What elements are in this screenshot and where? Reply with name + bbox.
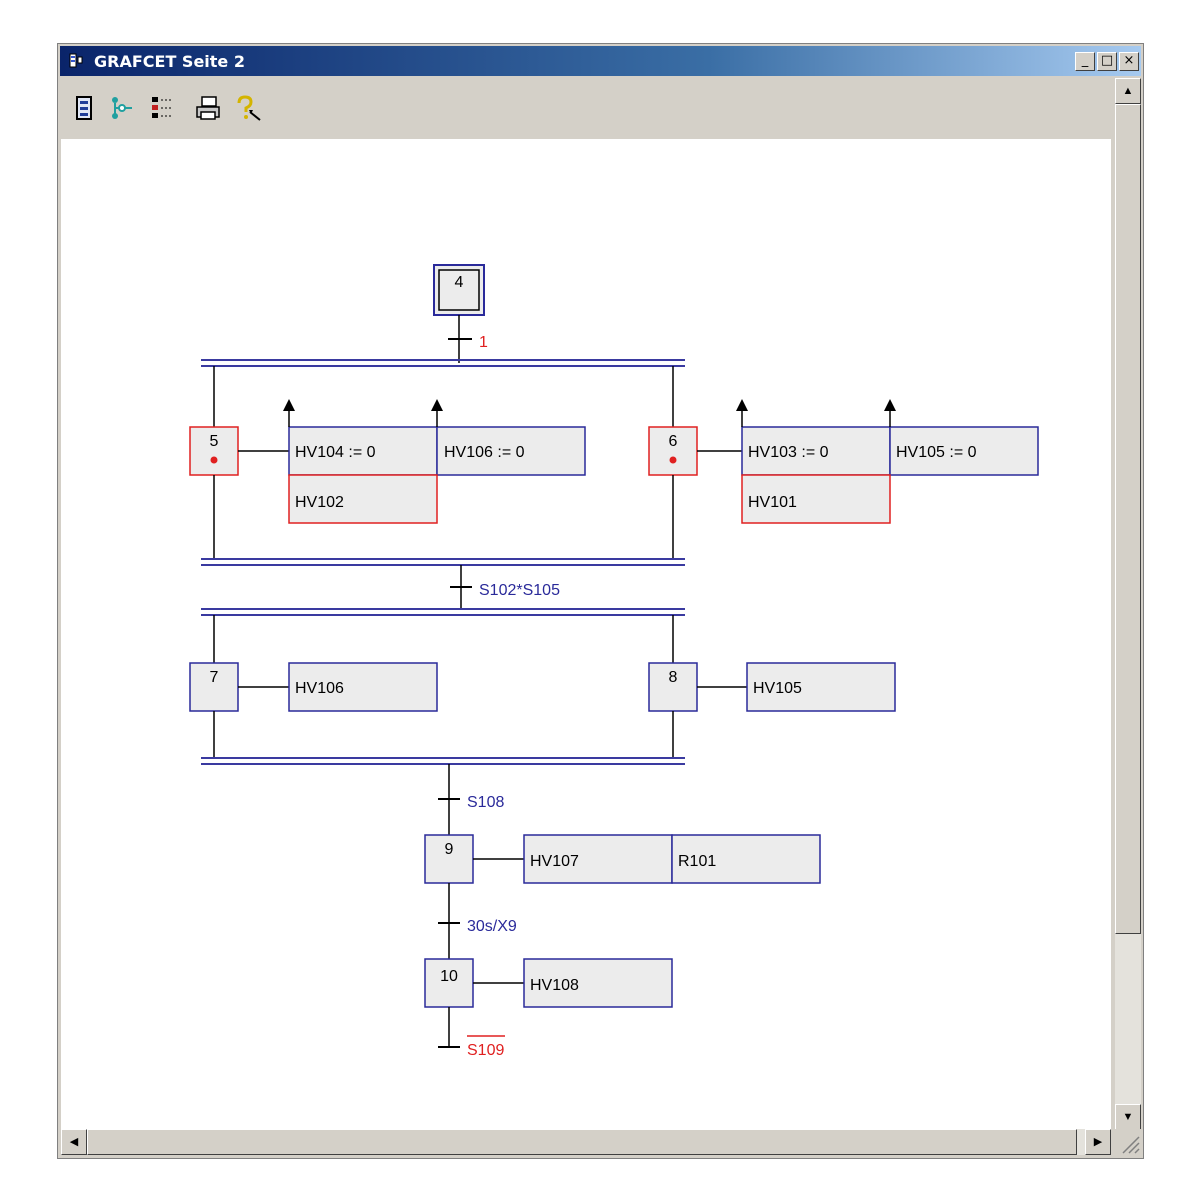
event-arrow-icon — [736, 399, 748, 427]
action-hv108[interactable]: HV108 — [523, 958, 673, 1008]
grafcet-window: GRAFCET Seite 2 _ □ × — [57, 43, 1144, 1159]
step-10-number: 10 — [440, 968, 458, 985]
list-icon[interactable] — [148, 94, 176, 122]
svg-text:HV105: HV105 — [753, 680, 802, 697]
action-r101[interactable]: R101 — [671, 834, 821, 884]
svg-text:HV104 := 0: HV104 := 0 — [295, 444, 376, 461]
horizontal-scrollbar[interactable]: ◀ ▶ — [61, 1129, 1111, 1155]
toolbar — [60, 78, 1113, 138]
diagram-canvas[interactable]: 4 1 5 HV104 := 0 — [61, 139, 1111, 1129]
maximize-button[interactable]: □ — [1097, 52, 1117, 71]
transition-3[interactable]: S108 — [438, 794, 504, 811]
transition-2[interactable]: S102*S105 — [450, 582, 560, 599]
transition-4-label: 30s/X9 — [467, 918, 517, 935]
resize-grip-icon[interactable] — [1115, 1129, 1141, 1155]
vertical-scrollbar[interactable]: ▲ ▼ — [1115, 78, 1141, 1130]
step-10[interactable]: 10 — [424, 958, 474, 1008]
action-hv103[interactable]: HV103 := 0 — [741, 426, 891, 476]
active-token-icon — [669, 456, 677, 464]
transition-2-label: S102*S105 — [479, 582, 560, 599]
action-hv105[interactable]: HV105 — [746, 662, 896, 712]
step-8-number: 8 — [669, 669, 678, 686]
scroll-right-icon[interactable]: ▶ — [1085, 1129, 1111, 1155]
title-bar[interactable]: GRAFCET Seite 2 _ □ × — [60, 46, 1141, 76]
action-hv104[interactable]: HV104 := 0 — [288, 426, 438, 476]
help-icon[interactable] — [234, 94, 262, 122]
scroll-left-icon[interactable]: ◀ — [61, 1129, 87, 1155]
event-arrow-icon — [884, 399, 896, 427]
transition-3-label: S108 — [467, 794, 504, 811]
svg-text:HV102: HV102 — [295, 494, 344, 511]
step-6-number: 6 — [669, 433, 678, 450]
step-9-number: 9 — [445, 841, 454, 858]
tree-icon[interactable] — [108, 94, 136, 122]
svg-text:HV107: HV107 — [530, 853, 579, 870]
close-button[interactable]: × — [1119, 52, 1139, 71]
svg-text:HV103 := 0: HV103 := 0 — [748, 444, 829, 461]
event-arrow-icon — [431, 399, 443, 427]
step-5-number: 5 — [210, 433, 219, 450]
step-7-number: 7 — [210, 669, 219, 686]
grafcet-diagram: 4 1 5 HV104 := 0 — [189, 264, 1039, 1059]
scroll-down-icon[interactable]: ▼ — [1115, 1104, 1141, 1130]
action-hv101[interactable]: HV101 — [741, 474, 891, 524]
initial-step-number: 4 — [455, 274, 464, 291]
printer-icon[interactable] — [194, 94, 222, 122]
action-hv102[interactable]: HV102 — [288, 474, 438, 524]
active-token-icon — [210, 456, 218, 464]
svg-text:HV101: HV101 — [748, 494, 797, 511]
transition-1-label: 1 — [479, 334, 488, 351]
transition-4[interactable]: 30s/X9 — [438, 918, 517, 935]
action-hv106-reset[interactable]: HV106 := 0 — [436, 426, 586, 476]
page-icon[interactable] — [70, 94, 98, 122]
step-7[interactable]: 7 — [189, 662, 239, 712]
horizontal-scroll-thumb[interactable] — [87, 1129, 1077, 1155]
action-hv106[interactable]: HV106 — [288, 662, 438, 712]
window-title: GRAFCET Seite 2 — [94, 52, 245, 71]
action-hv107[interactable]: HV107 — [523, 834, 673, 884]
step-9[interactable]: 9 — [424, 834, 474, 884]
minimize-button[interactable]: _ — [1075, 52, 1095, 71]
app-icon — [69, 53, 83, 68]
step-5[interactable]: 5 — [189, 426, 239, 476]
svg-text:R101: R101 — [678, 853, 716, 870]
transition-1[interactable]: 1 — [448, 334, 488, 351]
step-8[interactable]: 8 — [648, 662, 698, 712]
action-hv105-reset[interactable]: HV105 := 0 — [889, 426, 1039, 476]
step-6[interactable]: 6 — [648, 426, 698, 476]
transition-5-label: S109 — [467, 1042, 504, 1059]
vertical-scroll-thumb[interactable] — [1115, 104, 1141, 934]
transition-5[interactable]: S109 — [438, 1035, 505, 1059]
svg-text:HV106: HV106 — [295, 680, 344, 697]
svg-text:HV108: HV108 — [530, 977, 579, 994]
initial-step[interactable]: 4 — [433, 264, 485, 316]
event-arrow-icon — [283, 399, 295, 427]
scroll-up-icon[interactable]: ▲ — [1115, 78, 1141, 104]
svg-text:HV106 := 0: HV106 := 0 — [444, 444, 525, 461]
svg-text:HV105 := 0: HV105 := 0 — [896, 444, 977, 461]
